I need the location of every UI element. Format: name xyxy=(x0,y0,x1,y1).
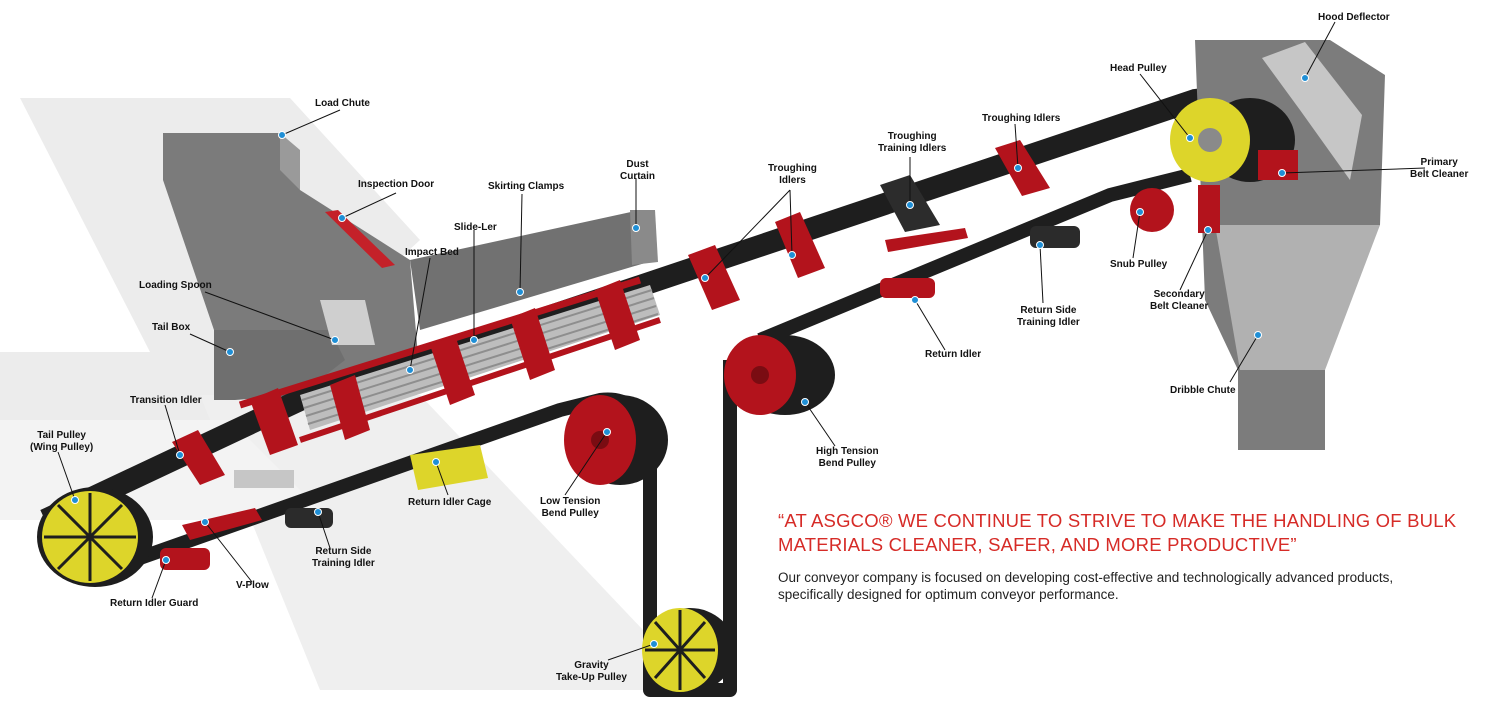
label-return-idler-guard: Return Idler Guard xyxy=(110,598,199,609)
load-chute-face xyxy=(280,133,300,190)
return-idler xyxy=(880,278,935,298)
secondary-belt-cleaner xyxy=(1198,185,1220,233)
label-markers xyxy=(71,74,1309,648)
asgco-quote: “AT ASGCO® WE CONTINUE TO STRIVE TO MAKE… xyxy=(778,510,1457,555)
label-primary-belt-cleaner: Primary Belt Cleaner xyxy=(1410,157,1469,180)
primary-belt-cleaner xyxy=(1258,150,1298,180)
leader-lines xyxy=(57,21,1426,661)
return-idler-guard xyxy=(160,548,210,570)
label-return-idler-cage: Return Idler Cage xyxy=(408,497,492,508)
label-troughing-idlers-right: Troughing Idlers xyxy=(982,113,1061,124)
snub-pulley xyxy=(1130,188,1174,232)
background-band-bottom xyxy=(200,395,700,690)
inspection-door xyxy=(325,210,395,268)
label-loading-spoon: Loading Spoon xyxy=(139,280,212,291)
carrying-idler-frames xyxy=(172,140,1050,485)
impact-bed xyxy=(300,285,660,430)
tail-pulley xyxy=(37,487,153,587)
return-training-idler-left xyxy=(285,508,333,528)
label-return-idler: Return Idler xyxy=(925,349,982,360)
label-v-plow: V-Plow xyxy=(236,580,269,591)
low-tension-bend-pulley xyxy=(564,395,668,485)
dribble-chute-face xyxy=(1215,225,1380,370)
label-troughing-idlers-mid: Troughing Idlers xyxy=(768,163,817,186)
label-slide-ler: Slide-Ler xyxy=(454,222,497,233)
gravity-take-up-pulley xyxy=(642,608,735,692)
label-dust-curtain: Dust Curtain xyxy=(620,159,655,182)
skirt-board xyxy=(410,210,655,330)
label-secondary-belt-cleaner: Secondary Belt Cleaner xyxy=(1150,289,1209,312)
return-belt-upper xyxy=(757,168,1192,347)
dust-curtain xyxy=(630,210,658,265)
label-return-side-training-idler-right: Return Side Training Idler xyxy=(1017,305,1080,328)
label-high-tension-bend-pulley: High Tension Bend Pulley xyxy=(816,446,879,469)
label-low-tension-bend-pulley: Low Tension Bend Pulley xyxy=(540,496,601,519)
label-skirting-clamps: Skirting Clamps xyxy=(488,181,565,192)
hood-deflector xyxy=(1262,42,1362,180)
label-hood-deflector: Hood Deflector xyxy=(1318,12,1390,23)
high-tension-bend-pulley xyxy=(724,335,835,415)
return-idler-cage xyxy=(410,445,488,490)
v-plow xyxy=(182,508,262,540)
label-impact-bed: Impact Bed xyxy=(405,247,459,258)
label-head-pulley: Head Pulley xyxy=(1110,63,1167,74)
label-transition-idler: Transition Idler xyxy=(130,395,202,406)
label-tail-pulley: Tail Pulley (Wing Pulley) xyxy=(30,430,94,453)
label-dribble-chute: Dribble Chute xyxy=(1170,385,1236,396)
label-tail-box: Tail Box xyxy=(152,322,191,333)
label-snub-pulley: Snub Pulley xyxy=(1110,259,1168,270)
label-troughing-training-idlers: Troughing Training Idlers xyxy=(878,131,947,154)
label-load-chute: Load Chute xyxy=(315,98,370,109)
loading-spoon xyxy=(320,300,375,345)
label-gravity-take-up-pulley: Gravity Take-Up Pulley xyxy=(556,660,627,683)
transition-bracket xyxy=(234,470,294,488)
company-description: Our conveyor company is focused on devel… xyxy=(778,570,1394,602)
label-return-side-training-idler-left: Return Side Training Idler xyxy=(312,546,375,569)
label-inspection-door: Inspection Door xyxy=(358,179,435,190)
